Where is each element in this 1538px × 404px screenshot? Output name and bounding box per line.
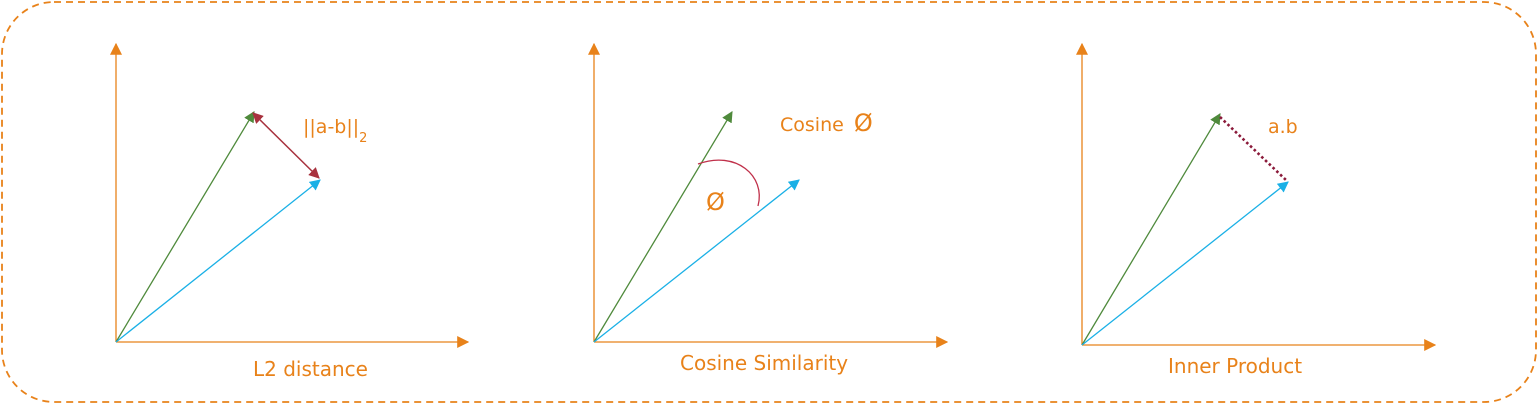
caption-l2-distance: L2 distance — [253, 357, 368, 381]
dot-product-label: a.b — [1268, 116, 1298, 138]
vector-b — [593, 179, 800, 343]
vector-a — [593, 111, 733, 343]
angle-symbol: Ø — [706, 188, 725, 216]
vector-b — [1081, 181, 1289, 346]
norm-subscript: 2 — [359, 131, 367, 146]
caption-cosine-similarity: Cosine Similarity — [680, 351, 848, 375]
vector-b — [115, 179, 321, 343]
cosine-title-symbol: Ø — [854, 109, 873, 137]
vector-a — [115, 111, 255, 343]
panel-l2-distance: ||a-b||2 L2 distance — [110, 42, 470, 381]
vector-a — [1081, 113, 1221, 346]
angle-arc — [697, 159, 760, 207]
panel-inner-product: a.b Inner Product — [1076, 42, 1437, 378]
norm-label: ||a-b||2 — [303, 116, 367, 146]
difference-arrow — [252, 112, 320, 179]
caption-inner-product: Inner Product — [1168, 354, 1302, 378]
